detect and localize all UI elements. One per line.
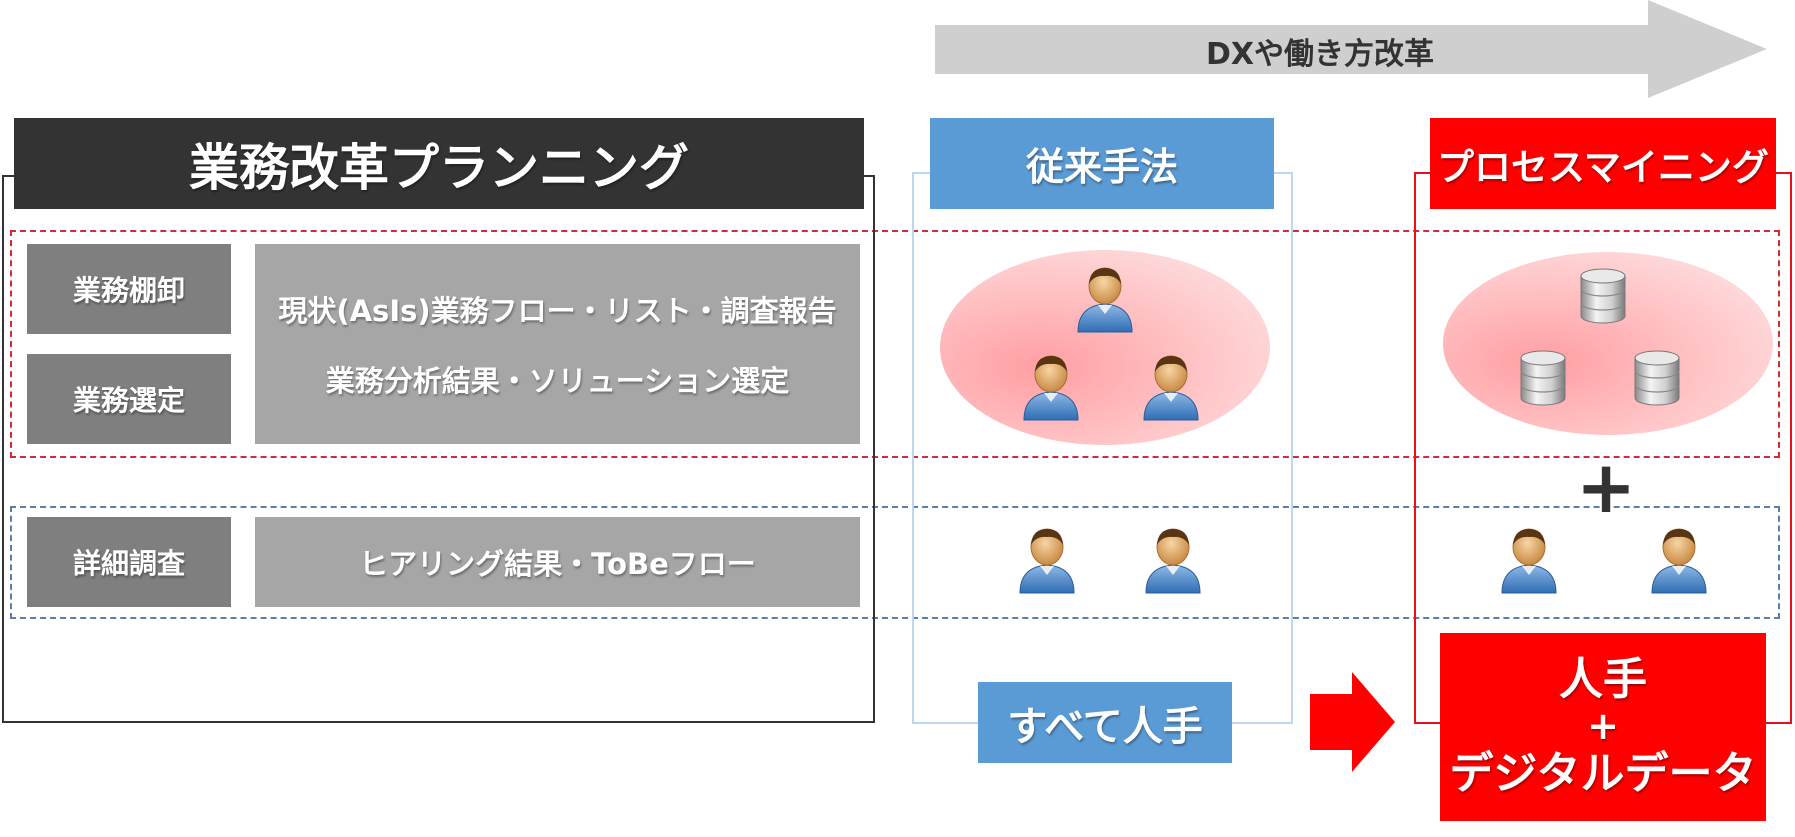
person-icon <box>1498 523 1560 595</box>
database-icon <box>1578 268 1628 324</box>
inventory-selection-band <box>10 230 1780 458</box>
tobe-deliverables-box: ヒアリング結果・ToBeフロー <box>255 517 860 607</box>
footer-manual-text: 人手 <box>1559 653 1647 705</box>
dx-arrow-label: DXや働き方改革 <box>1205 37 1435 72</box>
person-icon <box>1140 350 1202 422</box>
detailed-survey-band <box>10 506 1780 619</box>
process-mining-title: プロセスマイニング <box>1430 118 1776 209</box>
asis-line-1: 現状(AsIs)業務フロー・リスト・調査報告 <box>278 294 837 328</box>
asis-line-2: 業務分析結果・ソリューション選定 <box>325 364 790 398</box>
plus-sign: + <box>1575 445 1637 529</box>
person-icon <box>1142 523 1204 595</box>
transition-arrow-icon <box>1310 672 1395 772</box>
all-manual-label: すべて人手 <box>978 682 1232 763</box>
dx-direction-arrow <box>935 0 1767 98</box>
person-icon <box>1016 523 1078 595</box>
person-icon <box>1020 350 1082 422</box>
footer-digital-text: デジタルデータ <box>1449 747 1757 799</box>
manual-plus-digital-label: 人手 + デジタルデータ <box>1440 633 1766 821</box>
database-icon <box>1518 350 1568 406</box>
asis-deliverables-box: 現状(AsIs)業務フロー・リスト・調査報告 業務分析結果・ソリューション選定 <box>255 244 860 444</box>
database-icon <box>1632 350 1682 406</box>
person-icon <box>1074 262 1136 334</box>
traditional-method-title: 従来手法 <box>930 118 1274 209</box>
tag-business-selection: 業務選定 <box>27 354 231 444</box>
person-icon <box>1648 523 1710 595</box>
tag-detailed-survey: 詳細調査 <box>27 517 231 607</box>
planning-panel-title: 業務改革プランニング <box>14 118 864 209</box>
tag-business-inventory: 業務棚卸 <box>27 244 231 334</box>
footer-plus-text: + <box>1587 704 1619 749</box>
